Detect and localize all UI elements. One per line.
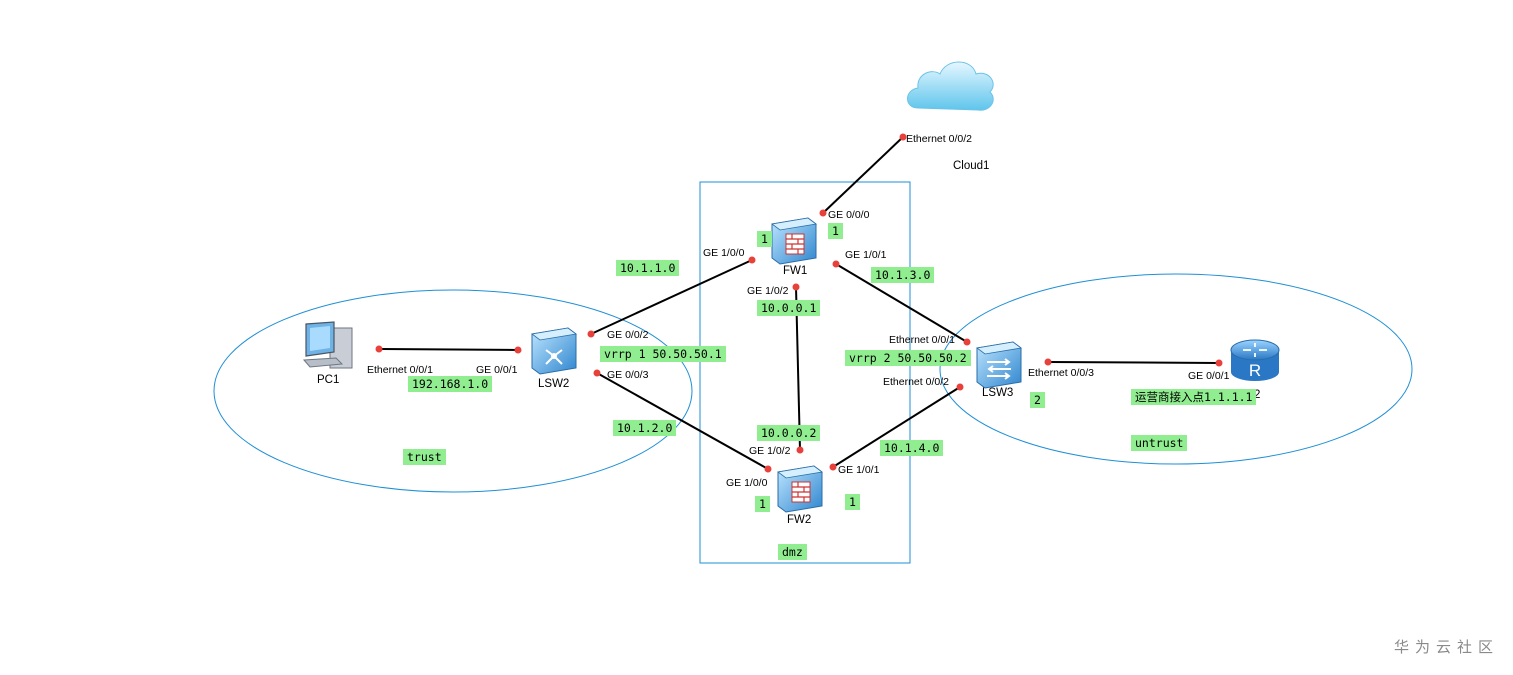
network-note: 10.0.0.2 [757, 425, 821, 441]
marker-note: 1 [845, 494, 860, 510]
trust-zone [213, 289, 693, 493]
port-dots [375, 133, 1223, 473]
pc-icon[interactable] [302, 321, 353, 369]
vrrp-note: vrrp 1 50.50.50.1 [600, 346, 726, 362]
marker-note: 1 [828, 223, 843, 239]
untrust-zone [939, 273, 1413, 465]
watermark: 华为云社区 [1393, 638, 1499, 656]
link-pc1-lsw2 [378, 348, 519, 351]
fw1-label: FW1 [783, 265, 808, 277]
port-label: GE 0/0/1 [476, 364, 518, 376]
router-icon[interactable]: R [1230, 339, 1280, 381]
svg-text:R: R [1249, 361, 1261, 380]
port-label: GE 1/0/0 [703, 247, 745, 259]
link-fw1-lsw3 [835, 263, 968, 343]
port-label: Ethernet 0/0/1 [367, 364, 433, 376]
switch-icon[interactable] [976, 341, 1022, 389]
zone-label-untrust: untrust [1131, 435, 1188, 451]
network-note: 10.1.4.0 [880, 440, 944, 456]
link-lsw2-fw1 [590, 259, 753, 335]
link-lsw2-fw2 [596, 372, 769, 470]
firewall-icon[interactable] [777, 465, 823, 513]
isp-note: 运营商接入点1.1.1.1 [1131, 389, 1257, 405]
port-label: GE 0/0/2 [607, 329, 649, 341]
zone-label-dmz: dmz [778, 544, 807, 560]
vrrp-note: vrrp 2 50.50.50.2 [845, 350, 971, 366]
l3-switch-icon[interactable] [531, 327, 577, 375]
cloud-label: Cloud1 [953, 160, 990, 172]
port-label: GE 0/0/0 [828, 209, 870, 221]
link-lsw3-ar2 [1047, 361, 1220, 364]
links [378, 136, 1220, 470]
network-note: 10.1.2.0 [613, 420, 677, 436]
link-fw2-lsw3 [832, 386, 961, 468]
lsw3-label: LSW3 [982, 387, 1014, 399]
lsw2-label: LSW2 [538, 378, 570, 390]
port-label: GE 1/0/0 [726, 477, 768, 489]
port-label: GE 1/0/2 [749, 445, 791, 457]
port-label: Ethernet 0/0/2 [883, 376, 949, 388]
marker-note: 2 [1030, 392, 1045, 408]
zone-label-trust: trust [403, 449, 446, 465]
port-label: Ethernet 0/0/1 [889, 334, 955, 346]
marker-note: 1 [755, 496, 770, 512]
port-label: GE 1/0/2 [747, 285, 789, 297]
firewall-icon[interactable] [771, 217, 817, 265]
marker-note: 1 [757, 231, 772, 247]
port-label: GE 0/0/1 [1188, 370, 1230, 382]
port-label: Ethernet 0/0/2 [906, 133, 972, 145]
network-note: 10.1.3.0 [871, 267, 935, 283]
port-label: GE 1/0/1 [845, 249, 887, 261]
network-note: 192.168.1.0 [408, 376, 493, 392]
fw2-label: FW2 [787, 514, 812, 526]
port-label: Ethernet 0/0/3 [1028, 367, 1094, 379]
port-label: GE 1/0/1 [838, 464, 880, 476]
port-label: GE 0/0/3 [607, 369, 649, 381]
pc1-label: PC1 [317, 374, 340, 386]
network-note: 10.0.0.1 [757, 300, 821, 316]
link-cloud-fw1 [822, 136, 904, 214]
cloud-icon[interactable] [907, 61, 994, 111]
dmz-zone [699, 181, 911, 564]
network-note: 10.1.1.0 [616, 260, 680, 276]
